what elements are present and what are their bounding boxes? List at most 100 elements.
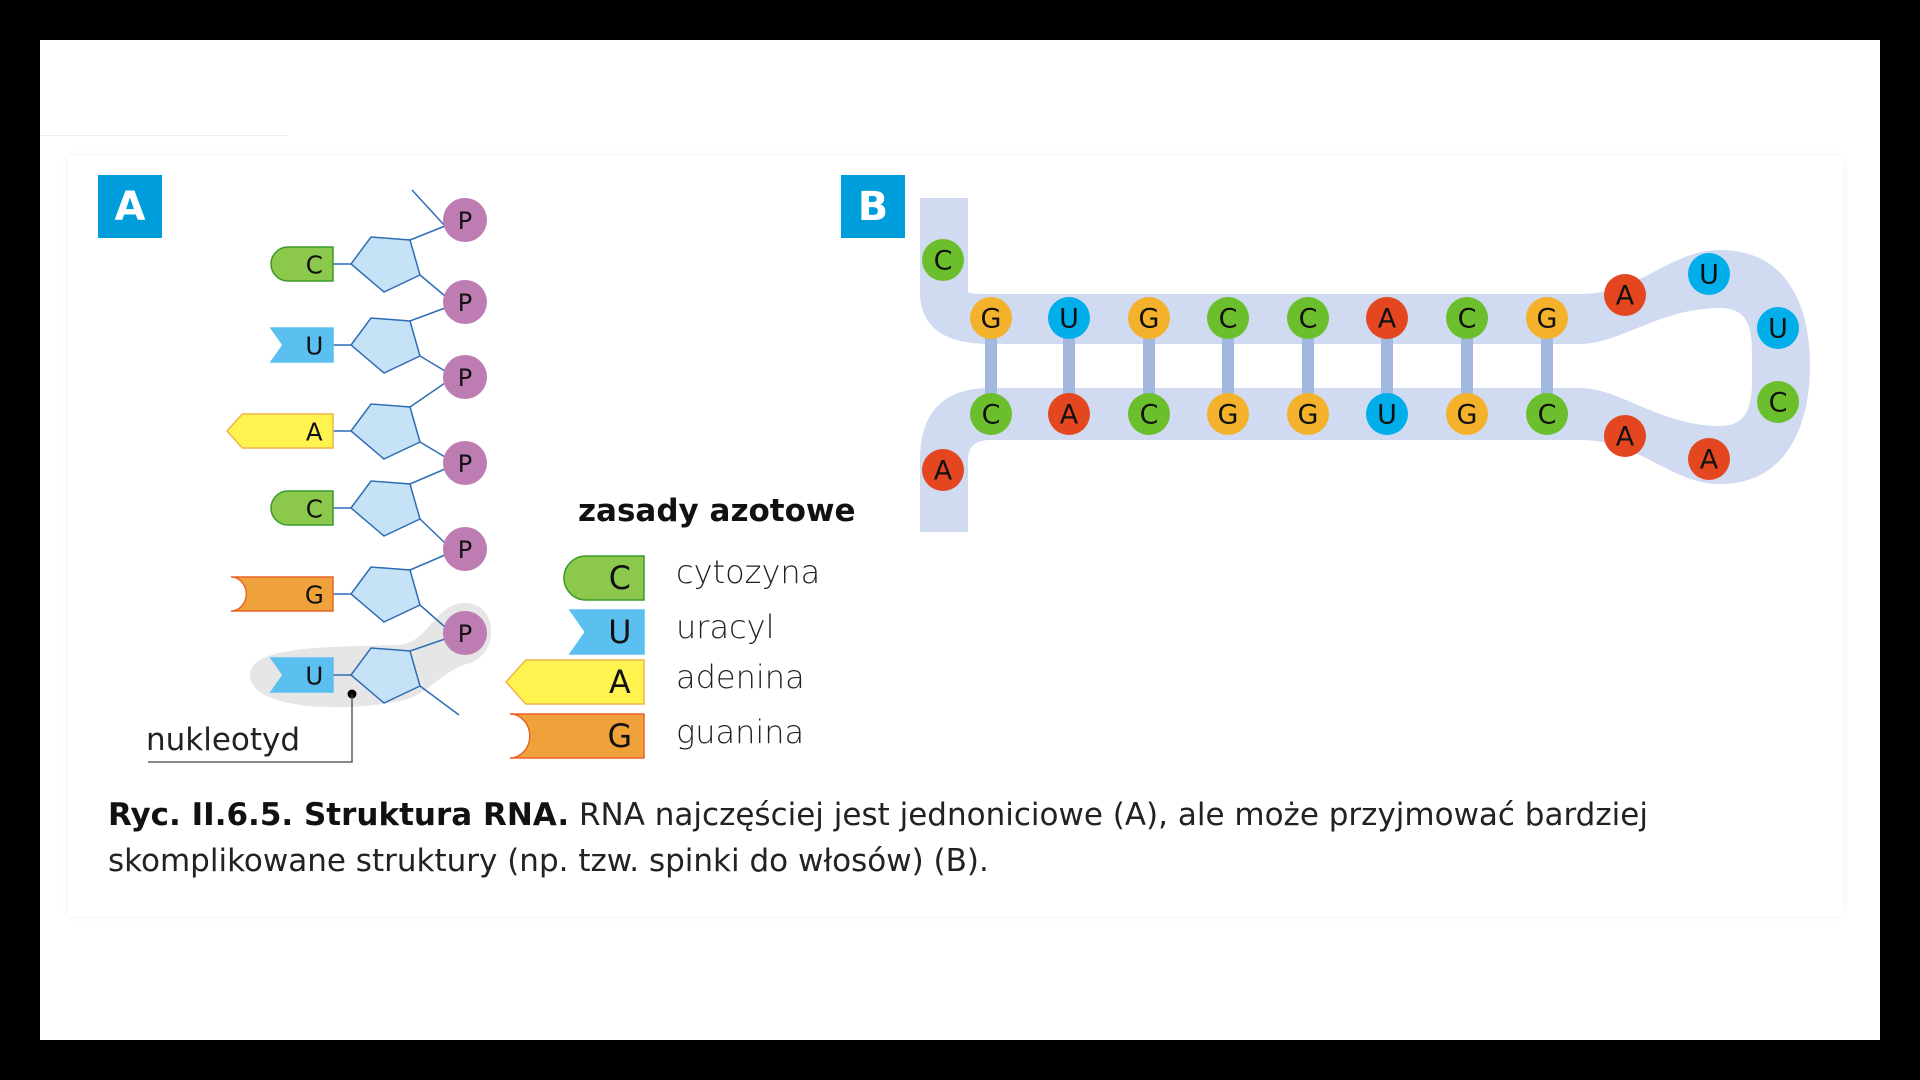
backbone-line bbox=[419, 685, 460, 716]
base-tag-adenine: A bbox=[225, 413, 334, 449]
phosphate-label: P bbox=[458, 289, 472, 317]
ribose-sugar bbox=[349, 317, 421, 374]
loop-base: A bbox=[1604, 415, 1646, 457]
base-letter: C bbox=[934, 246, 953, 277]
divider bbox=[40, 135, 288, 136]
base-letter: C bbox=[306, 495, 323, 524]
stem-top-base: A bbox=[1366, 297, 1408, 339]
adenine-circle bbox=[1366, 297, 1408, 339]
uracil-circle bbox=[1688, 253, 1730, 295]
base-letter: C bbox=[1458, 304, 1477, 335]
guanine-circle bbox=[1287, 393, 1329, 435]
panel-a-label: A bbox=[98, 175, 162, 238]
ribose-sugar bbox=[349, 647, 421, 704]
uracil-circle bbox=[1366, 393, 1408, 435]
uracil-circle bbox=[1757, 307, 1799, 349]
stem-top-base: C bbox=[1287, 297, 1329, 339]
cytosine-circle bbox=[1757, 381, 1799, 423]
base-tag-uracil: U bbox=[568, 609, 645, 655]
panel-b-label: B bbox=[841, 175, 905, 238]
legend-name-uracil: uracyl bbox=[676, 608, 775, 646]
figure-caption: Ryc. II.6.5. Struktura RNA. RNA najczęśc… bbox=[108, 792, 1808, 884]
base-letter: A bbox=[609, 665, 631, 701]
phosphate-label: P bbox=[458, 450, 472, 478]
uracil-shape bbox=[568, 609, 645, 655]
base-pair-bond bbox=[1381, 318, 1393, 414]
base-letter: A bbox=[306, 418, 323, 447]
loop-base: A bbox=[1604, 274, 1646, 316]
stem-top-base: U bbox=[1048, 297, 1090, 339]
legend-title: zasady azotowe bbox=[578, 493, 856, 529]
phosphate-circle bbox=[443, 527, 487, 571]
base-tag-guanine: G bbox=[230, 576, 334, 612]
uracil-shape bbox=[269, 327, 334, 363]
callout-line bbox=[148, 694, 353, 763]
phosphate-group: P bbox=[443, 355, 487, 399]
stem-bottom-base: C bbox=[1526, 393, 1568, 435]
backbone-line bbox=[409, 638, 446, 652]
base-letter: G bbox=[1457, 400, 1478, 431]
base-pair-bond bbox=[1222, 318, 1234, 414]
hairpin-backbone-band bbox=[920, 198, 1810, 532]
guanine-circle bbox=[1207, 393, 1249, 435]
legend-name-guanine: guanina bbox=[676, 713, 805, 751]
stem-top-base: G bbox=[1128, 297, 1170, 339]
base-letter: G bbox=[1218, 400, 1239, 431]
phosphate-label: P bbox=[458, 364, 472, 392]
backbone-line bbox=[409, 225, 446, 241]
base-tag-cytosine: C bbox=[270, 246, 334, 282]
nucleotide-callout-label: nukleotyd bbox=[146, 722, 301, 758]
phosphate-label: P bbox=[458, 620, 472, 648]
backbone-line bbox=[409, 554, 446, 571]
adenine-shape bbox=[504, 659, 645, 705]
caption-text: RNA najczęściej jest jednoniciowe (A), a… bbox=[108, 797, 1648, 879]
base-letter: C bbox=[1299, 304, 1318, 335]
base-letter: C bbox=[1769, 388, 1788, 419]
phosphate-group: P bbox=[443, 611, 487, 655]
phosphate-group: P bbox=[443, 280, 487, 324]
cytosine-shape bbox=[563, 555, 645, 601]
base-pair-bond bbox=[1461, 318, 1473, 414]
phosphate-circle bbox=[443, 355, 487, 399]
phosphate-label: P bbox=[458, 536, 472, 564]
stem-bottom-base: G bbox=[1446, 393, 1488, 435]
base-tag-cytosine: C bbox=[270, 490, 334, 526]
base-letter: A bbox=[1616, 422, 1635, 453]
base-letter: C bbox=[1538, 400, 1557, 431]
base-pair-bond bbox=[1143, 318, 1155, 414]
adenine-shape bbox=[225, 413, 334, 449]
base-letter: A bbox=[1378, 304, 1397, 335]
base-tag-adenine: A bbox=[504, 659, 645, 705]
cytosine-circle bbox=[1287, 297, 1329, 339]
adenine-circle bbox=[922, 449, 964, 491]
base-letter: C bbox=[1140, 400, 1159, 431]
ribose-sugar bbox=[349, 403, 421, 460]
base-letter: G bbox=[1139, 304, 1160, 335]
base-letter: U bbox=[1699, 260, 1719, 291]
base-letter: G bbox=[1537, 304, 1558, 335]
cytosine-circle bbox=[1207, 297, 1249, 339]
base-letter: U bbox=[1377, 400, 1397, 431]
base-letter: A bbox=[1060, 400, 1079, 431]
phosphate-group: P bbox=[443, 527, 487, 571]
base-letter: A bbox=[1616, 281, 1635, 312]
base-letter: G bbox=[608, 719, 633, 755]
stem-bottom-base: C bbox=[1128, 393, 1170, 435]
base-letter: G bbox=[305, 581, 324, 610]
base-letter: A bbox=[1700, 445, 1719, 476]
base-pair-bond bbox=[985, 318, 997, 414]
adenine-circle bbox=[1688, 438, 1730, 480]
base-letter: U bbox=[305, 662, 323, 691]
overhang-3prime-base: A bbox=[922, 449, 964, 491]
base-letter: U bbox=[305, 332, 323, 361]
base-pair-bond bbox=[1541, 318, 1553, 414]
guanine-circle bbox=[970, 297, 1012, 339]
backbone-line bbox=[409, 382, 446, 408]
base-tag-guanine: G bbox=[509, 713, 645, 759]
legend-name-adenine: adenina bbox=[676, 658, 805, 696]
guanine-circle bbox=[1128, 297, 1170, 339]
base-letter: U bbox=[1768, 314, 1788, 345]
stem-bottom-base: C bbox=[970, 393, 1012, 435]
base-tag-uracil: U bbox=[269, 657, 334, 693]
